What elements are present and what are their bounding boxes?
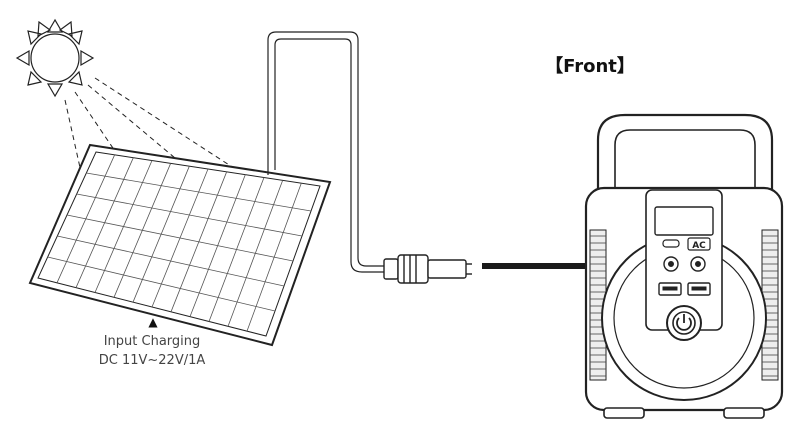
- power-station-icon: [584, 113, 784, 419]
- ac-badge-label: AC: [692, 241, 706, 251]
- panel-cell-line: [47, 256, 276, 312]
- dc-cable: [267, 31, 386, 273]
- front-label: 【Front】: [545, 56, 635, 77]
- sun-icon: [15, 18, 95, 98]
- triangle-up-icon: ▲: [148, 315, 158, 329]
- panel-cell-line: [86, 172, 312, 212]
- ac-badge: AC: [687, 237, 711, 251]
- solar-panel-icon: [28, 143, 332, 347]
- input-voltage-label: DC 11V~22V/1A: [98, 353, 206, 368]
- panel-cell-line: [76, 193, 303, 237]
- panel-cell-line: [57, 235, 285, 287]
- dc-plug-icon: [383, 254, 472, 284]
- panel-cell-line: [66, 214, 294, 262]
- input-charging-label: Input Charging: [103, 334, 201, 349]
- power-button-icon: [666, 305, 702, 341]
